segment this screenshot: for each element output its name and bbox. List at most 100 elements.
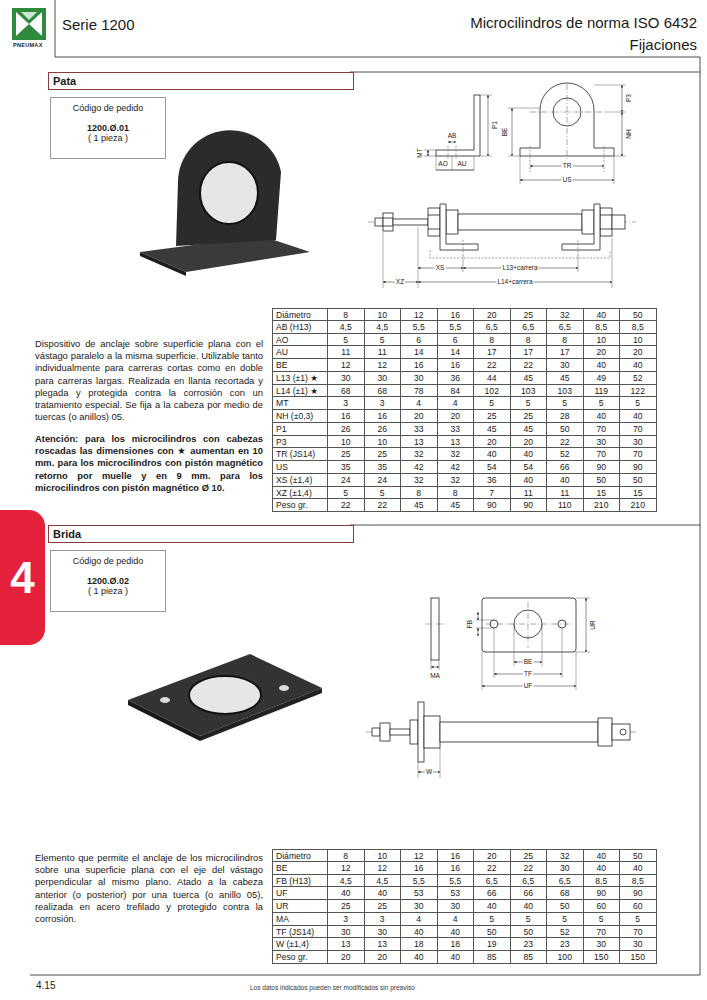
table-cell: BE	[272, 862, 328, 875]
bracket-photo	[140, 252, 186, 276]
table-cell: 5,5	[438, 875, 475, 888]
flange-front-view	[586, 598, 587, 652]
table-cell: 17	[511, 346, 548, 359]
flange-front-view	[576, 652, 577, 690]
page-frame	[350, 72, 700, 73]
table-cell: 70	[584, 926, 621, 939]
table-cell: 6,5	[547, 321, 584, 334]
table-cell: 10	[584, 334, 621, 347]
table-cell: 19	[474, 938, 511, 951]
table-cell: 22	[511, 862, 548, 875]
table-cell: FB (H13)	[272, 875, 328, 888]
dimension-label: AB	[447, 133, 458, 140]
table-cell: Diámetro	[272, 849, 328, 862]
table-cell: 32	[438, 474, 475, 487]
table-cell: 30	[401, 372, 438, 385]
table-cell: 7	[474, 487, 511, 500]
cylinder-assembly	[458, 214, 582, 230]
cylinder-assembly	[383, 213, 393, 231]
table-cell: 16	[438, 849, 475, 862]
table-cell: Peso gr.	[272, 951, 328, 964]
table-cell: 3	[365, 397, 402, 410]
table-cell: 14	[438, 346, 475, 359]
table-cell: 5	[620, 913, 657, 926]
dimension-label: MT	[417, 147, 424, 158]
table-cell: 25	[511, 410, 548, 423]
flange-side-view	[425, 598, 445, 670]
table-cell: 23	[511, 938, 548, 951]
table-cell: UF	[272, 887, 328, 900]
table-cell: 33	[401, 423, 438, 436]
table-cell: 8,5	[584, 321, 621, 334]
bracket-side-view	[448, 146, 449, 160]
table-cell: 50	[474, 926, 511, 939]
table-cell: 32	[547, 849, 584, 862]
flange-assembly	[598, 718, 612, 746]
table-cell: 44	[474, 372, 511, 385]
table-cell: 25	[511, 849, 548, 862]
bracket-front-view	[594, 85, 626, 86]
table-cell: UR	[272, 900, 328, 913]
flange-side-view	[431, 660, 432, 670]
description: Dispositivo de anclaje sobre superficie …	[35, 338, 263, 424]
table-cell: 4	[401, 397, 438, 410]
flange-front-view	[476, 598, 590, 690]
table-cell: 3	[328, 913, 365, 926]
table-cell: 5	[620, 397, 657, 410]
table-cell: 30	[401, 900, 438, 913]
node-text: 1200.Ø.01	[55, 123, 161, 133]
flange-front-view	[542, 624, 543, 666]
bracket-side-view	[474, 156, 475, 170]
logo-mark	[21, 12, 37, 20]
table-cell: 5,5	[438, 321, 475, 334]
table-cell: 40	[438, 926, 475, 939]
cylinder-assembly	[375, 218, 383, 226]
node-text: ( 1 pieza )	[55, 133, 161, 143]
description: Elemento que permite el anclaje de los m…	[35, 852, 263, 925]
table-cell: 10	[365, 308, 402, 321]
table-cell: 4	[438, 397, 475, 410]
table-cell: 150	[584, 951, 621, 964]
table-cell: 40	[547, 474, 584, 487]
table-cell: 45	[474, 423, 511, 436]
table-cell: 50	[620, 474, 657, 487]
table-cell: 35	[365, 461, 402, 474]
chapter-tab: 4	[0, 510, 45, 645]
flange-assembly	[380, 723, 390, 741]
table-cell: 8,5	[584, 875, 621, 888]
flange-assembly	[440, 722, 598, 742]
table-cell: 66	[511, 887, 548, 900]
table-cell: 5	[474, 913, 511, 926]
dimension-label: XS	[435, 265, 446, 272]
table-cell: 32	[401, 448, 438, 461]
table-cell: 54	[474, 461, 511, 474]
table-cell: Peso gr.	[272, 499, 328, 512]
table-cell: 16	[438, 862, 475, 875]
table-cell: 28	[547, 410, 584, 423]
bracket-front-view	[604, 112, 626, 113]
table-cell: 50	[511, 926, 548, 939]
dimension-label: AU	[456, 161, 467, 168]
table-cell: 84	[438, 385, 475, 398]
table-cell: 103	[547, 385, 584, 398]
page-frame	[55, 57, 700, 58]
table-cell: 110	[547, 499, 584, 512]
table-cell: 40	[438, 951, 475, 964]
table-cell: TF (JS14)	[272, 926, 328, 939]
table-cell: 40	[511, 900, 548, 913]
table-cell: 10	[365, 849, 402, 862]
table-cell: MA	[272, 913, 328, 926]
cylinder-assembly	[446, 210, 458, 234]
table-cell: 12	[328, 862, 365, 875]
table-cell: 70	[620, 448, 657, 461]
table-cell: 5	[547, 397, 584, 410]
table-cell: 90	[511, 499, 548, 512]
table-cell: 15	[584, 487, 621, 500]
table-cell: 12	[401, 308, 438, 321]
table-cell: 70	[584, 448, 621, 461]
table-cell: 24	[328, 474, 365, 487]
table-cell: 5	[511, 397, 548, 410]
dimension-label: TF	[523, 671, 533, 678]
cylinder-assembly	[612, 215, 625, 229]
table-cell: 45	[547, 372, 584, 385]
